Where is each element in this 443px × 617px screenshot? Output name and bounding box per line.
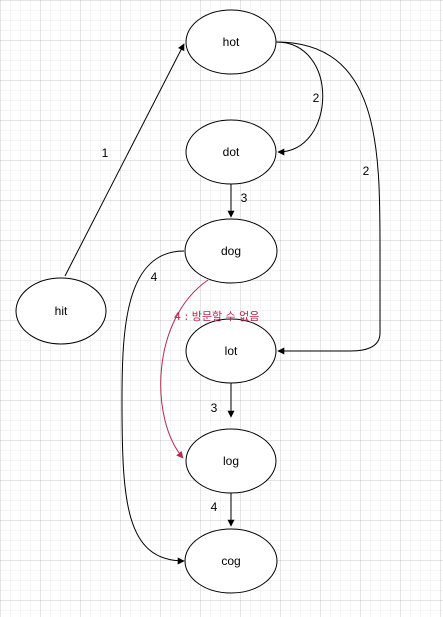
edge-hit-hot — [64, 43, 185, 277]
edge-log-cog-label: 4 — [211, 500, 218, 514]
node-cog[interactable]: cog — [184, 528, 278, 594]
node-hit-label: hit — [55, 304, 68, 318]
node-lot[interactable]: lot — [185, 318, 277, 384]
node-dot[interactable]: dot — [185, 119, 277, 185]
node-hit[interactable]: hit — [15, 277, 107, 345]
node-log[interactable]: log — [185, 428, 277, 494]
edge-dog-cog-label: 4 — [151, 270, 158, 284]
node-lot-label: lot — [225, 344, 238, 358]
edge-hit-hot-label: 1 — [102, 146, 109, 160]
edge-hot-dot-label: 2 — [313, 91, 320, 105]
node-hot-label: hot — [223, 35, 240, 49]
edge-dog-cog — [121, 250, 185, 565]
edge-hot-dot — [275, 41, 324, 156]
node-dog[interactable]: dog — [184, 218, 278, 284]
edge-hot-lot — [275, 41, 381, 355]
node-dog-label: dog — [221, 244, 241, 258]
edge-hot-lot-label: 2 — [363, 164, 370, 178]
edge-dog-log — [160, 279, 209, 459]
edge-dot-dog-label: 3 — [241, 191, 248, 205]
node-cog-label: cog — [221, 554, 240, 568]
edge-lot-log-label: 3 — [211, 401, 218, 415]
edge-dog-log-label: 4 : 방문할 수 없음 — [174, 310, 259, 323]
node-log-label: log — [223, 454, 239, 468]
node-dot-label: dot — [223, 145, 240, 159]
node-hot[interactable]: hot — [185, 9, 277, 75]
